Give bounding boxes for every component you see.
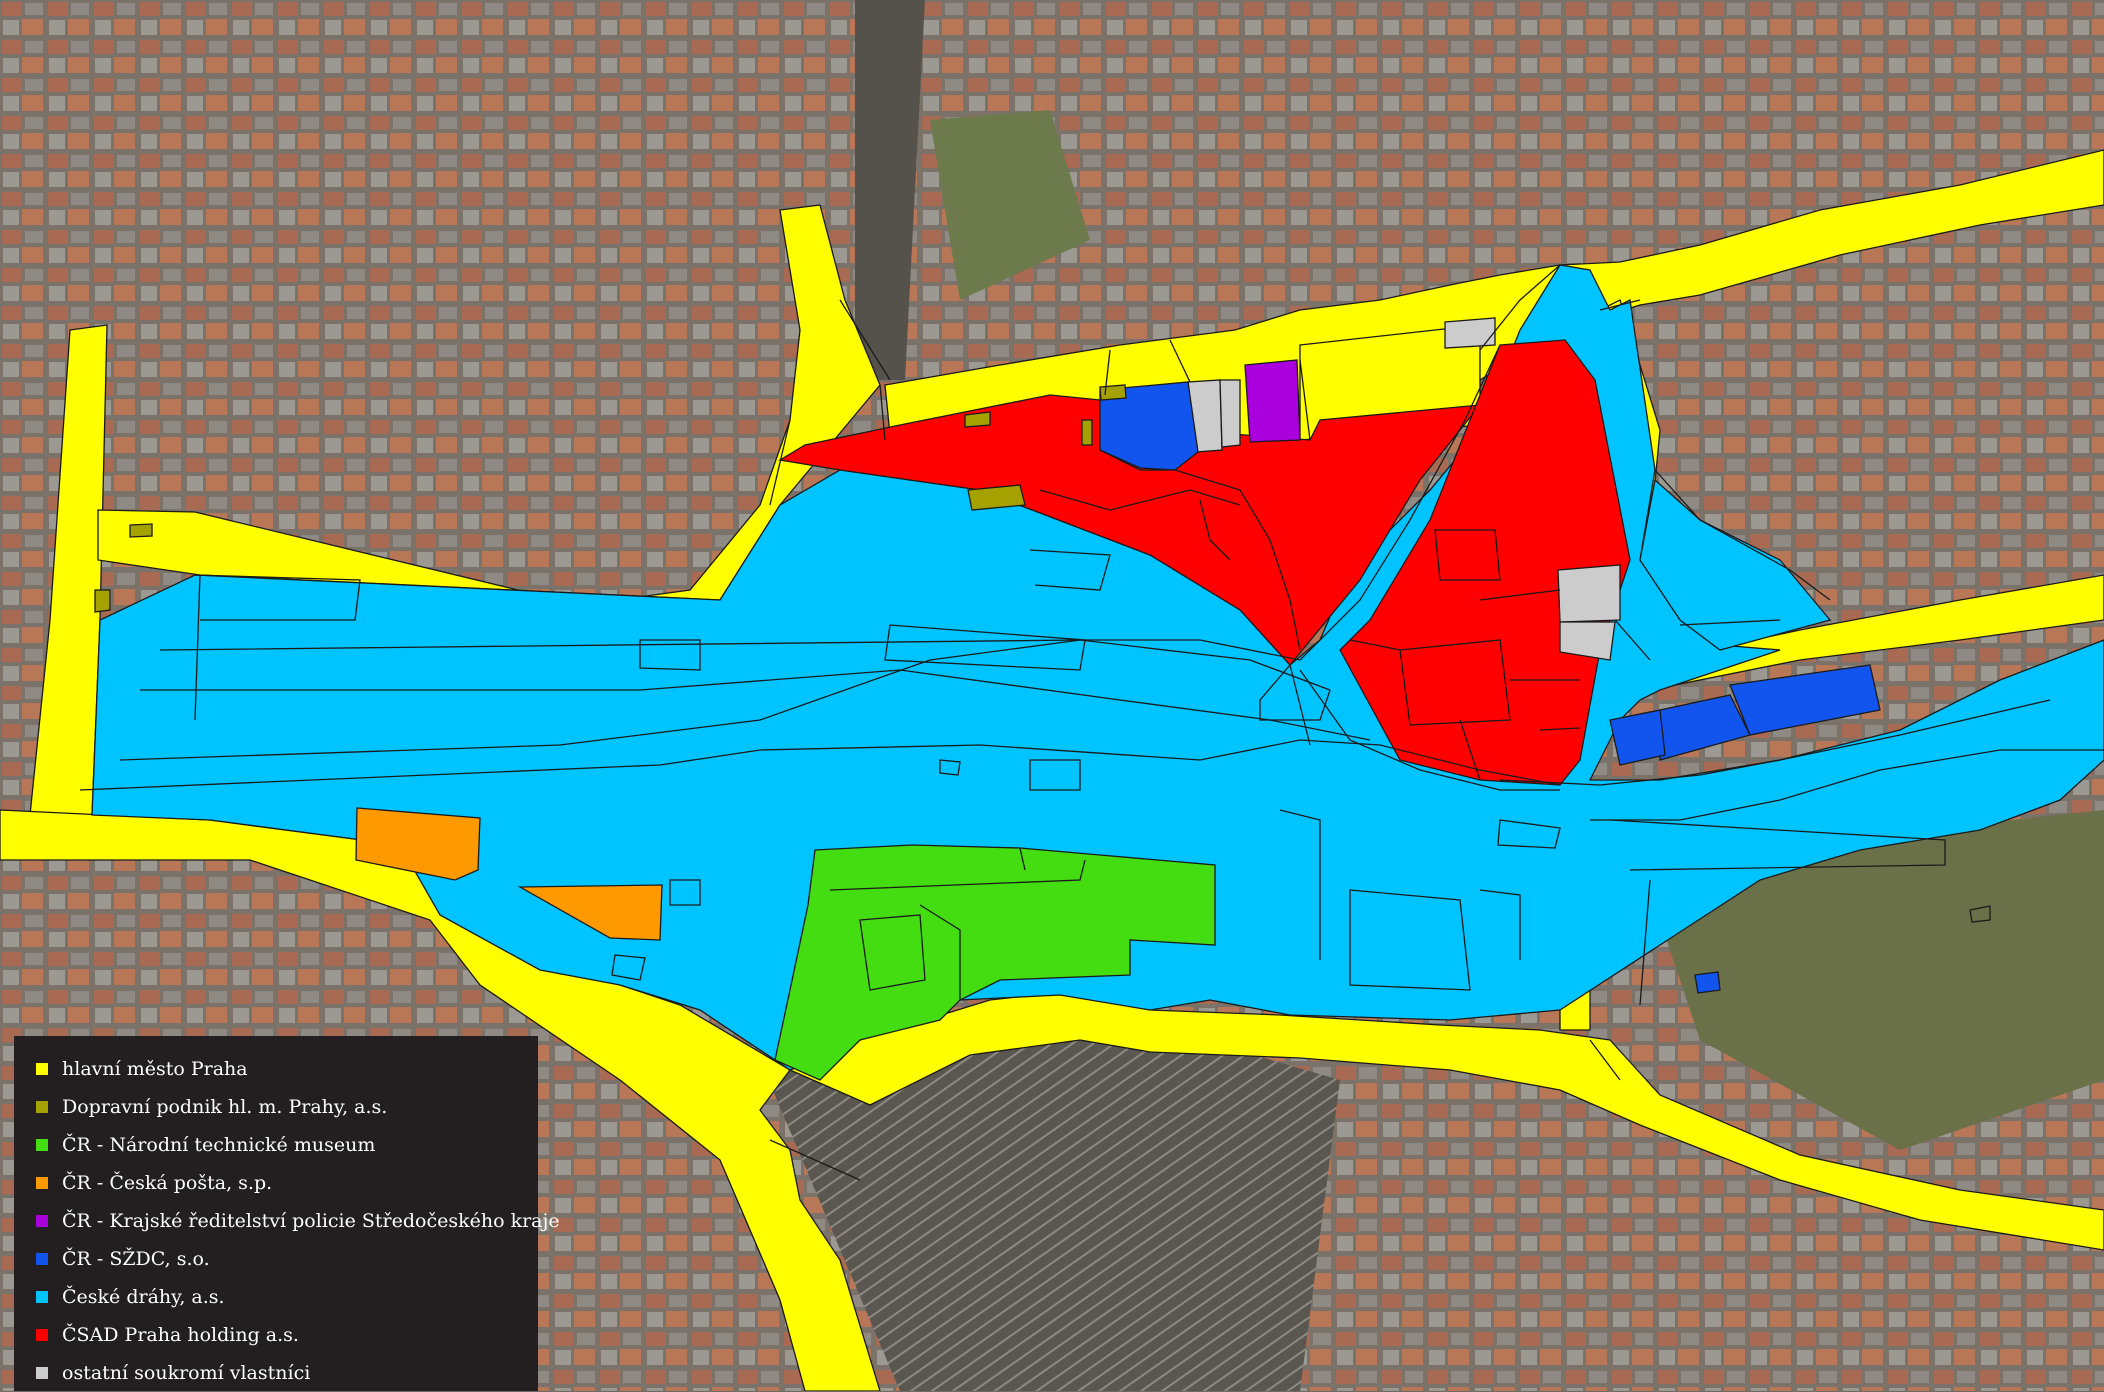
- parcel-ntm: [774, 844, 1216, 1081]
- parcels-szdc: [1099, 381, 1881, 994]
- map-legend: hlavní město Praha Dopravní podnik hl. m…: [14, 1036, 560, 1392]
- legend-item-policie[interactable]: ČR - Krajské ředitelství policie Středoč…: [36, 1202, 560, 1240]
- parcel-dpp-4: [1081, 419, 1093, 446]
- legend-swatch-private: [36, 1367, 48, 1379]
- legend-item-cd[interactable]: České dráhy, a.s.: [36, 1278, 538, 1316]
- legend-item-ntm[interactable]: ČR - Národní technické museum: [36, 1126, 538, 1164]
- legend-label-posta: ČR - Česká pošta, s.p.: [62, 1172, 273, 1194]
- parcel-dpp-6: [964, 411, 991, 428]
- legend-label-dpp: Dopravní podnik hl. m. Prahy, a.s.: [62, 1096, 388, 1118]
- parcel-dpp-2: [129, 523, 153, 538]
- aerial-railyard: [760, 1010, 1340, 1391]
- parcel-szdc-east-3: [1729, 664, 1881, 736]
- legend-swatch-szdc: [36, 1253, 48, 1265]
- legend-swatch-csad: [36, 1329, 48, 1341]
- parcels-dpp: [94, 384, 1127, 613]
- legend-item-dpp[interactable]: Dopravní podnik hl. m. Prahy, a.s.: [36, 1088, 538, 1126]
- legend-label-szdc: ČR - SŽDC, s.o.: [62, 1248, 210, 1270]
- parcel-dpp-5: [1099, 384, 1127, 401]
- legend-item-private[interactable]: ostatní soukromí vlastníci: [36, 1354, 538, 1392]
- parcel-dpp-3: [967, 484, 1026, 511]
- parcel-private-4: [1559, 621, 1616, 661]
- parcel-private-2: [1219, 379, 1241, 448]
- parcel-posta-west: [355, 807, 481, 881]
- parcel-boundaries: [79, 264, 2104, 1181]
- legend-swatch-cd: [36, 1291, 48, 1303]
- parcel-dpp-1: [94, 589, 111, 613]
- legend-label-private: ostatní soukromí vlastníci: [62, 1362, 311, 1384]
- legend-swatch-dpp: [36, 1101, 48, 1113]
- legend-label-cd: České dráhy, a.s.: [62, 1286, 225, 1308]
- parcel-policie: [1244, 359, 1301, 443]
- legend-label-csad: ČSAD Praha holding a.s.: [62, 1324, 299, 1346]
- legend-item-szdc[interactable]: ČR - SŽDC, s.o.: [36, 1240, 538, 1278]
- legend-item-csad[interactable]: ČSAD Praha holding a.s.: [36, 1316, 538, 1354]
- legend-swatch-ntm: [36, 1139, 48, 1151]
- legend-label-policie: ČR - Krajské ředitelství policie Středoč…: [62, 1210, 560, 1232]
- legend-label-ntm: ČR - Národní technické museum: [62, 1134, 376, 1156]
- legend-item-praha[interactable]: hlavní město Praha: [36, 1050, 538, 1088]
- aerial-highway: [855, 0, 925, 380]
- parcels-private: [1187, 317, 1621, 661]
- parcel-private-5: [1444, 317, 1496, 349]
- legend-swatch-praha: [36, 1063, 48, 1075]
- parcel-private-3: [1557, 564, 1621, 623]
- legend-label-praha: hlavní město Praha: [62, 1058, 248, 1080]
- aerial-park-north: [930, 110, 1090, 300]
- legend-item-posta[interactable]: ČR - Česká pošta, s.p.: [36, 1164, 538, 1202]
- parcels-posta: [355, 807, 663, 941]
- parcel-posta-south: [517, 884, 663, 941]
- legend-swatch-policie: [36, 1215, 48, 1227]
- aerial-park: [1640, 810, 2104, 1150]
- legend-swatch-posta: [36, 1177, 48, 1189]
- parcel-szdc-small: [1694, 971, 1721, 994]
- parcel-szdc-east-2: [1609, 709, 1666, 766]
